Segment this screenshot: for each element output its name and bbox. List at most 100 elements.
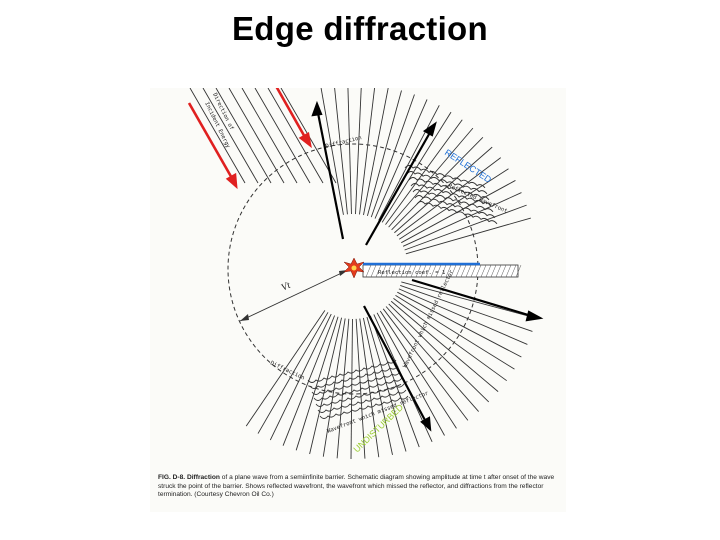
reflected-wiggle — [406, 171, 488, 195]
diffraction-ray — [404, 204, 527, 251]
incident-ray — [241, 88, 298, 184]
reflection-coef-label: Reflection coef. = 1 — [378, 270, 445, 276]
caption-prefix: FIG. D-8. — [158, 474, 186, 481]
diffraction-ray — [269, 313, 332, 441]
undisturbed-wiggle — [309, 365, 399, 389]
undisturbed-wiggle — [317, 389, 407, 413]
diffraction-ray — [390, 300, 499, 392]
barrier-hatch — [495, 264, 502, 278]
diffraction-ray — [257, 312, 329, 434]
barrier-hatch — [430, 264, 437, 278]
reflected-wiggle — [416, 201, 498, 225]
barrier-hatch — [410, 264, 417, 278]
diffraction-ray — [334, 88, 348, 215]
barrier-hatch — [465, 264, 472, 278]
incident-rays — [189, 88, 337, 184]
diffraction-ray — [309, 317, 343, 455]
diffraction-ray — [295, 316, 339, 451]
diffraction-ray — [355, 88, 362, 215]
diffraction-ray — [245, 310, 326, 427]
diffraction-ray — [347, 88, 352, 215]
undisturbed-wiggle — [311, 371, 401, 395]
reflected-wiggle — [404, 165, 486, 189]
barrier-hatch — [400, 264, 407, 278]
barrier-hatch — [425, 264, 432, 278]
caption-text: of a plane wave from a semiinfinite barr… — [158, 474, 555, 499]
diffraction-ray — [366, 316, 407, 452]
barrier — [362, 262, 522, 278]
diffraction-ray — [396, 157, 502, 237]
diffraction-ray — [398, 288, 528, 345]
barrier-hatch — [460, 264, 467, 278]
undisturbed-wiggle — [307, 359, 397, 383]
diffraction-ray — [398, 168, 509, 240]
barrier-hatch — [370, 264, 377, 278]
figure-caption: FIG. D-8. Diffraction of a plane wave fr… — [158, 474, 562, 500]
diffraction-ray — [320, 88, 344, 215]
barrier-hatch — [375, 264, 382, 278]
diffraction-ray — [376, 312, 445, 436]
vt-radius-line — [239, 269, 349, 322]
reflected-wiggle — [412, 189, 494, 213]
diffraction-ray — [397, 291, 522, 358]
barrier-hatch — [435, 264, 442, 278]
caption-bold: Diffraction — [186, 474, 220, 481]
barrier-hatch — [415, 264, 422, 278]
barrier-hatch — [500, 264, 507, 278]
diffraction-point-icon — [343, 257, 365, 279]
diffraction-ray — [359, 88, 376, 215]
diffraction-ray — [401, 281, 537, 319]
reflected-wiggle — [408, 177, 490, 201]
barrier-hatch — [450, 264, 457, 278]
diffraction-ray — [363, 88, 389, 216]
undisturbed-wiggle — [319, 395, 409, 419]
diffraction-ray — [400, 285, 533, 332]
slide-title: Edge diffraction — [232, 10, 488, 47]
diffraction-ray — [378, 105, 440, 221]
barrier-hatch — [475, 264, 482, 278]
barrier-hatch — [485, 264, 492, 278]
barrier-hatch — [510, 264, 517, 278]
diffraction-ray — [359, 318, 380, 458]
incident-ray — [267, 88, 324, 184]
diffraction-ray — [379, 310, 457, 429]
barrier-hatch — [505, 264, 512, 278]
incident-ray — [215, 88, 272, 184]
reflected-wiggle — [414, 195, 496, 219]
bold-ray-arrows — [311, 100, 544, 432]
undisturbed-wiggle — [315, 383, 405, 407]
diffraction-ray — [394, 146, 493, 234]
reflected-wiggle — [410, 183, 492, 207]
diffraction-ray — [374, 99, 428, 219]
barrier-hatch — [480, 264, 487, 278]
diffraction-ray — [385, 306, 479, 412]
diffraction-ray — [405, 217, 531, 255]
diffraction-ray — [395, 294, 515, 370]
diffraction-ray — [385, 119, 463, 225]
diffraction-ray — [370, 94, 415, 218]
vt-label: Vt — [280, 280, 293, 294]
barrier-hatch — [390, 264, 397, 278]
diffraction-ray — [322, 318, 346, 457]
diffraction-ray — [388, 303, 490, 403]
diffraction-ray — [402, 192, 522, 247]
diffraction-ray — [370, 315, 420, 448]
diffraction-ray — [336, 318, 350, 459]
barrier-hatch — [380, 264, 387, 278]
barrier-hatch — [420, 264, 427, 278]
incident-ray — [228, 88, 285, 184]
incident-ray — [189, 88, 246, 184]
reflected-wavefront-wiggles — [404, 165, 498, 225]
barrier-hatch — [455, 264, 462, 278]
diffraction-ray — [362, 317, 393, 455]
diffraction-ray — [382, 308, 469, 421]
barrier-hatch — [515, 264, 522, 278]
incident-red-arrows — [187, 88, 312, 190]
diffraction-ray — [350, 318, 353, 459]
barrier-hatch — [440, 264, 447, 278]
barrier-hatch — [395, 264, 402, 278]
undisturbed-wiggle — [313, 377, 403, 401]
diffraction-figure: Reflection coef. = 1 Vt Direction of Inc… — [150, 88, 566, 512]
barrier-hatch — [445, 264, 452, 278]
incident-ray — [254, 88, 311, 184]
